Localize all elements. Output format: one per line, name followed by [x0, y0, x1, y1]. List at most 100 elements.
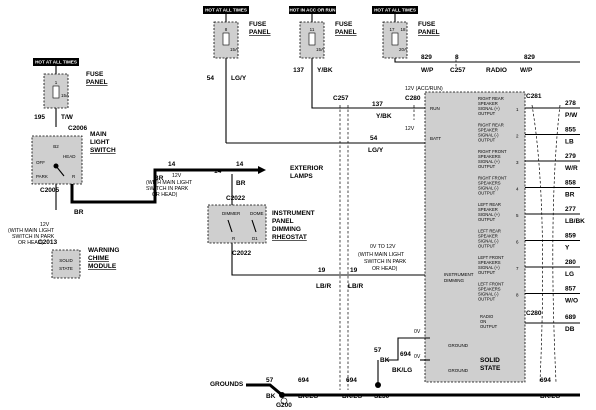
radio-output-wire-number: 280 — [565, 259, 576, 266]
radio-output-label: SPEAKER — [478, 101, 498, 106]
svg-text:WARNING: WARNING — [88, 247, 119, 254]
radio-box: RUN BATT INSTRUMENT DIMMING GROUND GROUN… — [414, 91, 585, 383]
svg-text:PANEL: PANEL — [335, 29, 357, 36]
radio-output-label: SPEAKERS — [478, 287, 501, 292]
svg-text:C280: C280 — [526, 310, 542, 317]
svg-text:17: 17 — [389, 27, 395, 32]
radio-output-label: RIGHT FRONT — [478, 176, 507, 181]
svg-text:C257: C257 — [333, 95, 349, 102]
svg-text:DB: DB — [565, 326, 575, 333]
svg-text:SOLID: SOLID — [59, 258, 73, 263]
svg-text:STATE: STATE — [480, 365, 501, 372]
wire-195: 195 T/W C2006 — [34, 108, 88, 132]
svg-text:195: 195 — [34, 114, 45, 121]
radio-output-wire-number: 858 — [565, 180, 576, 187]
svg-text:BATT: BATT — [430, 136, 441, 141]
svg-text:14: 14 — [236, 161, 244, 168]
svg-text:BK/LG: BK/LG — [540, 393, 560, 400]
hot-badge-right: HOT AT ALL TIMES — [372, 6, 418, 14]
svg-text:OFF: OFF — [36, 160, 45, 165]
radio-output-pin: 6 — [516, 240, 519, 245]
svg-text:829: 829 — [421, 54, 432, 61]
svg-text:Y/BK: Y/BK — [317, 67, 333, 74]
svg-text:R: R — [232, 236, 236, 241]
radio-output-label: SPEAKER — [478, 234, 498, 239]
svg-text:BR: BR — [236, 180, 246, 187]
svg-text:LAMPS: LAMPS — [290, 173, 313, 180]
wire-14-br: 14 BR 14 BR 14 BR 12V (WITH MAIN LIGHT S… — [55, 161, 246, 216]
svg-text:C2006: C2006 — [68, 125, 88, 132]
svg-text:CHIME: CHIME — [88, 255, 110, 262]
svg-text:D1: D1 — [252, 236, 258, 241]
fuse-mid: 8 15A FUSE PANEL — [213, 14, 271, 59]
svg-text:FUSE: FUSE — [418, 21, 436, 28]
radio-output-pin: 5 — [516, 213, 519, 218]
svg-text:0V TO 12V: 0V TO 12V — [370, 244, 396, 250]
svg-text:STATE: STATE — [59, 266, 73, 271]
svg-text:PARK: PARK — [36, 174, 48, 179]
svg-text:FUSE: FUSE — [249, 21, 267, 28]
svg-text:EXTERIOR: EXTERIOR — [290, 165, 324, 172]
svg-text:FUSE: FUSE — [335, 21, 353, 28]
svg-text:12V: 12V — [405, 126, 415, 132]
svg-text:Y/BK: Y/BK — [376, 113, 392, 120]
svg-text:S230: S230 — [374, 393, 390, 400]
svg-text:829: 829 — [524, 54, 535, 61]
svg-text:OUTPUT: OUTPUT — [480, 324, 498, 329]
svg-text:PANEL: PANEL — [418, 29, 440, 36]
svg-text:12V: 12V — [172, 173, 182, 179]
svg-text:RUN: RUN — [430, 106, 440, 111]
svg-text:HOT AT ALL TIMES: HOT AT ALL TIMES — [374, 8, 416, 13]
radio-output-label: LEFT REAR — [478, 229, 501, 234]
svg-text:15A: 15A — [230, 47, 238, 52]
svg-text:19: 19 — [350, 267, 358, 274]
svg-text:C280: C280 — [405, 95, 421, 102]
svg-text:T/W: T/W — [61, 114, 74, 121]
svg-text:HOT IN ACC OR RUN: HOT IN ACC OR RUN — [289, 8, 336, 13]
svg-text:1: 1 — [55, 80, 58, 85]
svg-text:DOME: DOME — [250, 211, 264, 216]
radio-output-wire-number: 279 — [565, 153, 576, 160]
svg-text:B2: B2 — [53, 144, 59, 149]
fuse-acc: 11 15A FUSE PANEL — [299, 14, 357, 59]
radio-output-wire-color: LG — [565, 271, 574, 278]
wire-54-top: 54 LG/Y — [207, 58, 247, 143]
svg-text:C2013: C2013 — [38, 239, 58, 246]
radio-output-label: SPEAKERS — [478, 181, 501, 186]
radio-output-label: OUTPUT — [478, 164, 496, 169]
radio-output-label: RIGHT REAR — [478, 123, 504, 128]
svg-text:SWITCH: SWITCH — [90, 147, 116, 154]
fuse-right: 17 18 20A FUSE PANEL — [382, 14, 440, 59]
radio-output-label: SIGNAL (+) — [478, 265, 500, 270]
svg-text:18: 18 — [400, 27, 406, 32]
radio-output-label: SPEAKERS — [478, 260, 501, 265]
svg-text:INSTRUMENT: INSTRUMENT — [444, 272, 474, 277]
radio-output-wire-number: 859 — [565, 233, 576, 240]
radio-output-label: OUTPUT — [478, 297, 496, 302]
svg-text:20A: 20A — [399, 47, 407, 52]
svg-text:RADIO: RADIO — [486, 67, 507, 74]
radio-output-pin: 4 — [516, 187, 519, 192]
svg-text:12V: 12V — [40, 222, 50, 228]
svg-text:BK: BK — [266, 393, 276, 400]
radio-output-wire-color: W/O — [565, 298, 578, 305]
svg-text:RHEOSTAT: RHEOSTAT — [272, 234, 307, 241]
svg-text:C281: C281 — [526, 93, 542, 100]
radio-output-pin: 7 — [516, 266, 519, 271]
svg-text:W/P: W/P — [520, 67, 533, 74]
svg-text:C2022: C2022 — [232, 250, 252, 257]
radio-output-wire-color: P/W — [565, 112, 578, 119]
svg-text:689: 689 — [565, 314, 576, 321]
warning-chime-module: C2013 12V (WITH MAIN LIGHT SWITCH IN PAR… — [8, 222, 119, 279]
svg-text:R: R — [72, 174, 76, 179]
svg-text:BK: BK — [380, 357, 390, 364]
radio-output-pin: 1 — [516, 107, 519, 112]
svg-text:FUSE: FUSE — [86, 71, 104, 78]
radio-output-label: OUTPUT — [478, 138, 496, 143]
radio-output-label: SIGNAL (-) — [478, 292, 499, 297]
